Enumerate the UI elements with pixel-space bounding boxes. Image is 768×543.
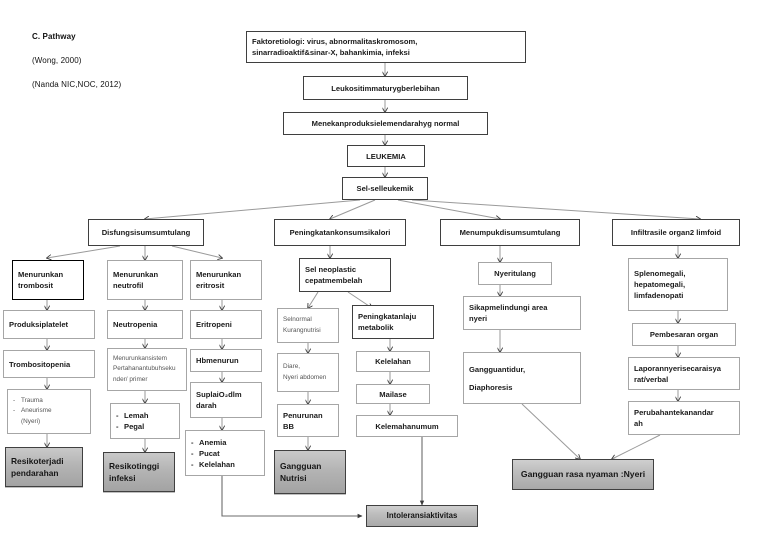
- node-peningkatan-konsumsi-kalori: Peningkatankonsumsikalori: [274, 219, 406, 246]
- node-menurunkan-sistem-pertahanan: Menurunkansistem Pertahanantubuhseku nde…: [107, 348, 187, 391]
- node-suplai-o2-darah: SuplaiO₂dlm darah: [190, 382, 262, 418]
- node-nyeri-tulang: Nyeritulang: [478, 262, 552, 285]
- node-leukemia: LEUKEMIA: [347, 145, 425, 167]
- node-menurunkan-eritrosit: Menurunkan eritrosit: [190, 260, 262, 300]
- node-faktor-etiologi: Faktoretiologi: virus, abnormalitaskromo…: [246, 31, 526, 63]
- source-nanda: (Nanda NIC,NOC, 2012): [32, 80, 122, 89]
- node-sel-neoplastic: Sel neoplastic cepatmembelah: [299, 258, 391, 292]
- lemah-pegal-list: Lemah Pegal: [116, 410, 174, 432]
- node-intoleransi-aktivitas: Intoleransiaktivitas: [366, 505, 478, 527]
- page-title: C. Pathway: [32, 32, 76, 41]
- node-peningkatan-laju-metabolik: Peningkatanlaju metabolik: [352, 305, 434, 339]
- node-gangguan-rasa-nyaman-nyeri: Gangguan rasa nyaman :Nyeri: [512, 459, 654, 490]
- node-neutropenia: Neutropenia: [107, 310, 183, 339]
- node-mailase: Mailase: [356, 384, 430, 404]
- node-sikap-melindungi-area-nyeri: Sikapmelindungi area nyeri: [463, 296, 581, 330]
- node-menurunkan-neutrofil: Menurunkan neutrofil: [107, 260, 183, 300]
- anemia-list: Anemia Pucat Kelelahan: [191, 437, 259, 470]
- node-sel-sel-leukemik: Sel-selleukemik: [342, 177, 428, 200]
- node-splenomegali: Splenomegali, hepatomegali, limfadenopat…: [628, 258, 728, 311]
- node-trauma-aneurisme: Trauma Aneurisme (Nyeri): [7, 389, 91, 434]
- node-eritropeni: Eritropeni: [190, 310, 262, 339]
- trauma-list: Trauma Aneurisme: [13, 396, 85, 417]
- node-menekan-produksi: Menekanproduksielemendarahyg normal: [283, 112, 488, 135]
- node-gangguan-tidur-diaphoresis: Gangguantidur, Diaphoresis: [463, 352, 581, 404]
- node-laporan-nyeri: Laporannyerisecaraisya rat/verbal: [628, 357, 740, 390]
- node-disfungsi-sumsum-tulang: Disfungsisumsumtulang: [88, 219, 204, 246]
- source-wong: (Wong, 2000): [32, 56, 82, 65]
- node-pembesaran-organ: Pembesaran organ: [632, 323, 736, 346]
- node-resiko-tinggi-infeksi: Resikotinggi infeksi: [103, 452, 175, 492]
- node-hb-menurun: Hbmenurun: [190, 349, 262, 372]
- node-menumpuk-di-sumsum-tulang: Menumpukdisumsumtulang: [440, 219, 580, 246]
- node-penurunan-bb: Penurunan BB: [277, 404, 339, 437]
- node-trombositopenia: Trombositopenia: [3, 350, 95, 378]
- node-perubahan-tekanan-darah: Perubahantekanandar ah: [628, 401, 740, 435]
- node-kelemahan-umum: Kelemahanumum: [356, 415, 458, 437]
- node-leukosit-immatur: Leukositimmaturygberlebihan: [303, 76, 468, 100]
- node-diare-nyeri-abdomen: Diare, Nyeri abdomen: [277, 353, 339, 392]
- node-resiko-terjadi-pendarahan: Resikoterjadi pendarahan: [5, 447, 83, 487]
- node-kelelahan: Kelelahan: [356, 351, 430, 372]
- node-produksi-platelet: Produksiplatelet: [3, 310, 95, 339]
- node-lemah-pegal: Lemah Pegal: [110, 403, 180, 439]
- node-menurunkan-trombosit: Menurunkan trombosit: [12, 260, 84, 300]
- node-sel-normal-kurang-nutrisi: Selnormal Kurangnutrisi: [277, 308, 339, 343]
- node-anemia-pucat-kelelahan: Anemia Pucat Kelelahan: [185, 430, 265, 476]
- node-gangguan-nutrisi: Gangguan Nutrisi: [274, 450, 346, 494]
- node-infiltrasi-organ-limfoid: Infiltrasile organ2 limfoid: [612, 219, 740, 246]
